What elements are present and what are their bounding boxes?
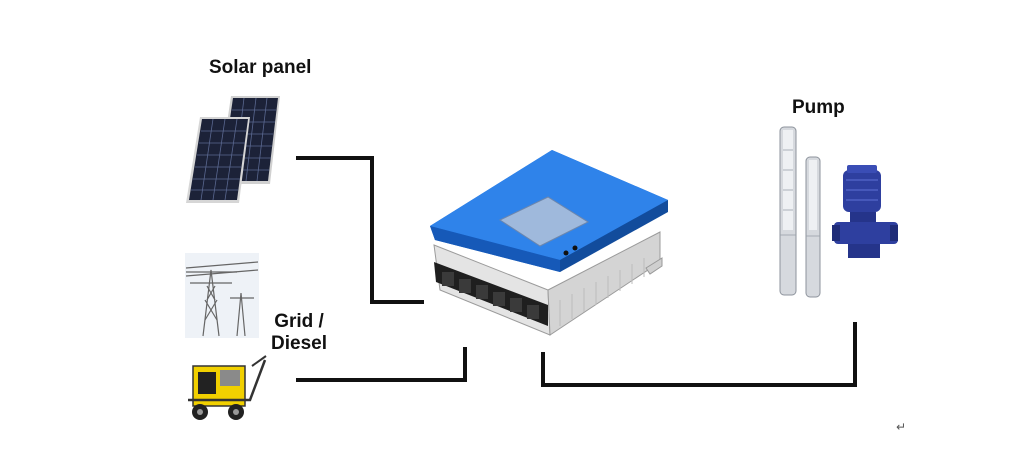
grid-diesel-label: Grid / Diesel <box>264 311 334 355</box>
power-tower-icon <box>185 253 259 338</box>
solar-panel-label: Solar panel <box>209 57 312 78</box>
pump-label: Pump <box>792 97 845 118</box>
pump-controller-icon <box>430 150 668 336</box>
grid-label-line1: Grid / <box>274 311 324 332</box>
connector-lines <box>296 156 857 387</box>
return-mark: ↵ <box>896 420 907 434</box>
solar-connector <box>296 156 424 304</box>
grid-connector <box>296 347 467 382</box>
grid-label-line2: Diesel <box>271 333 327 354</box>
solar-panel-icon <box>186 96 280 203</box>
pump-icon <box>779 126 898 298</box>
pump-connector <box>541 322 857 387</box>
diesel-generator-icon <box>188 355 267 420</box>
